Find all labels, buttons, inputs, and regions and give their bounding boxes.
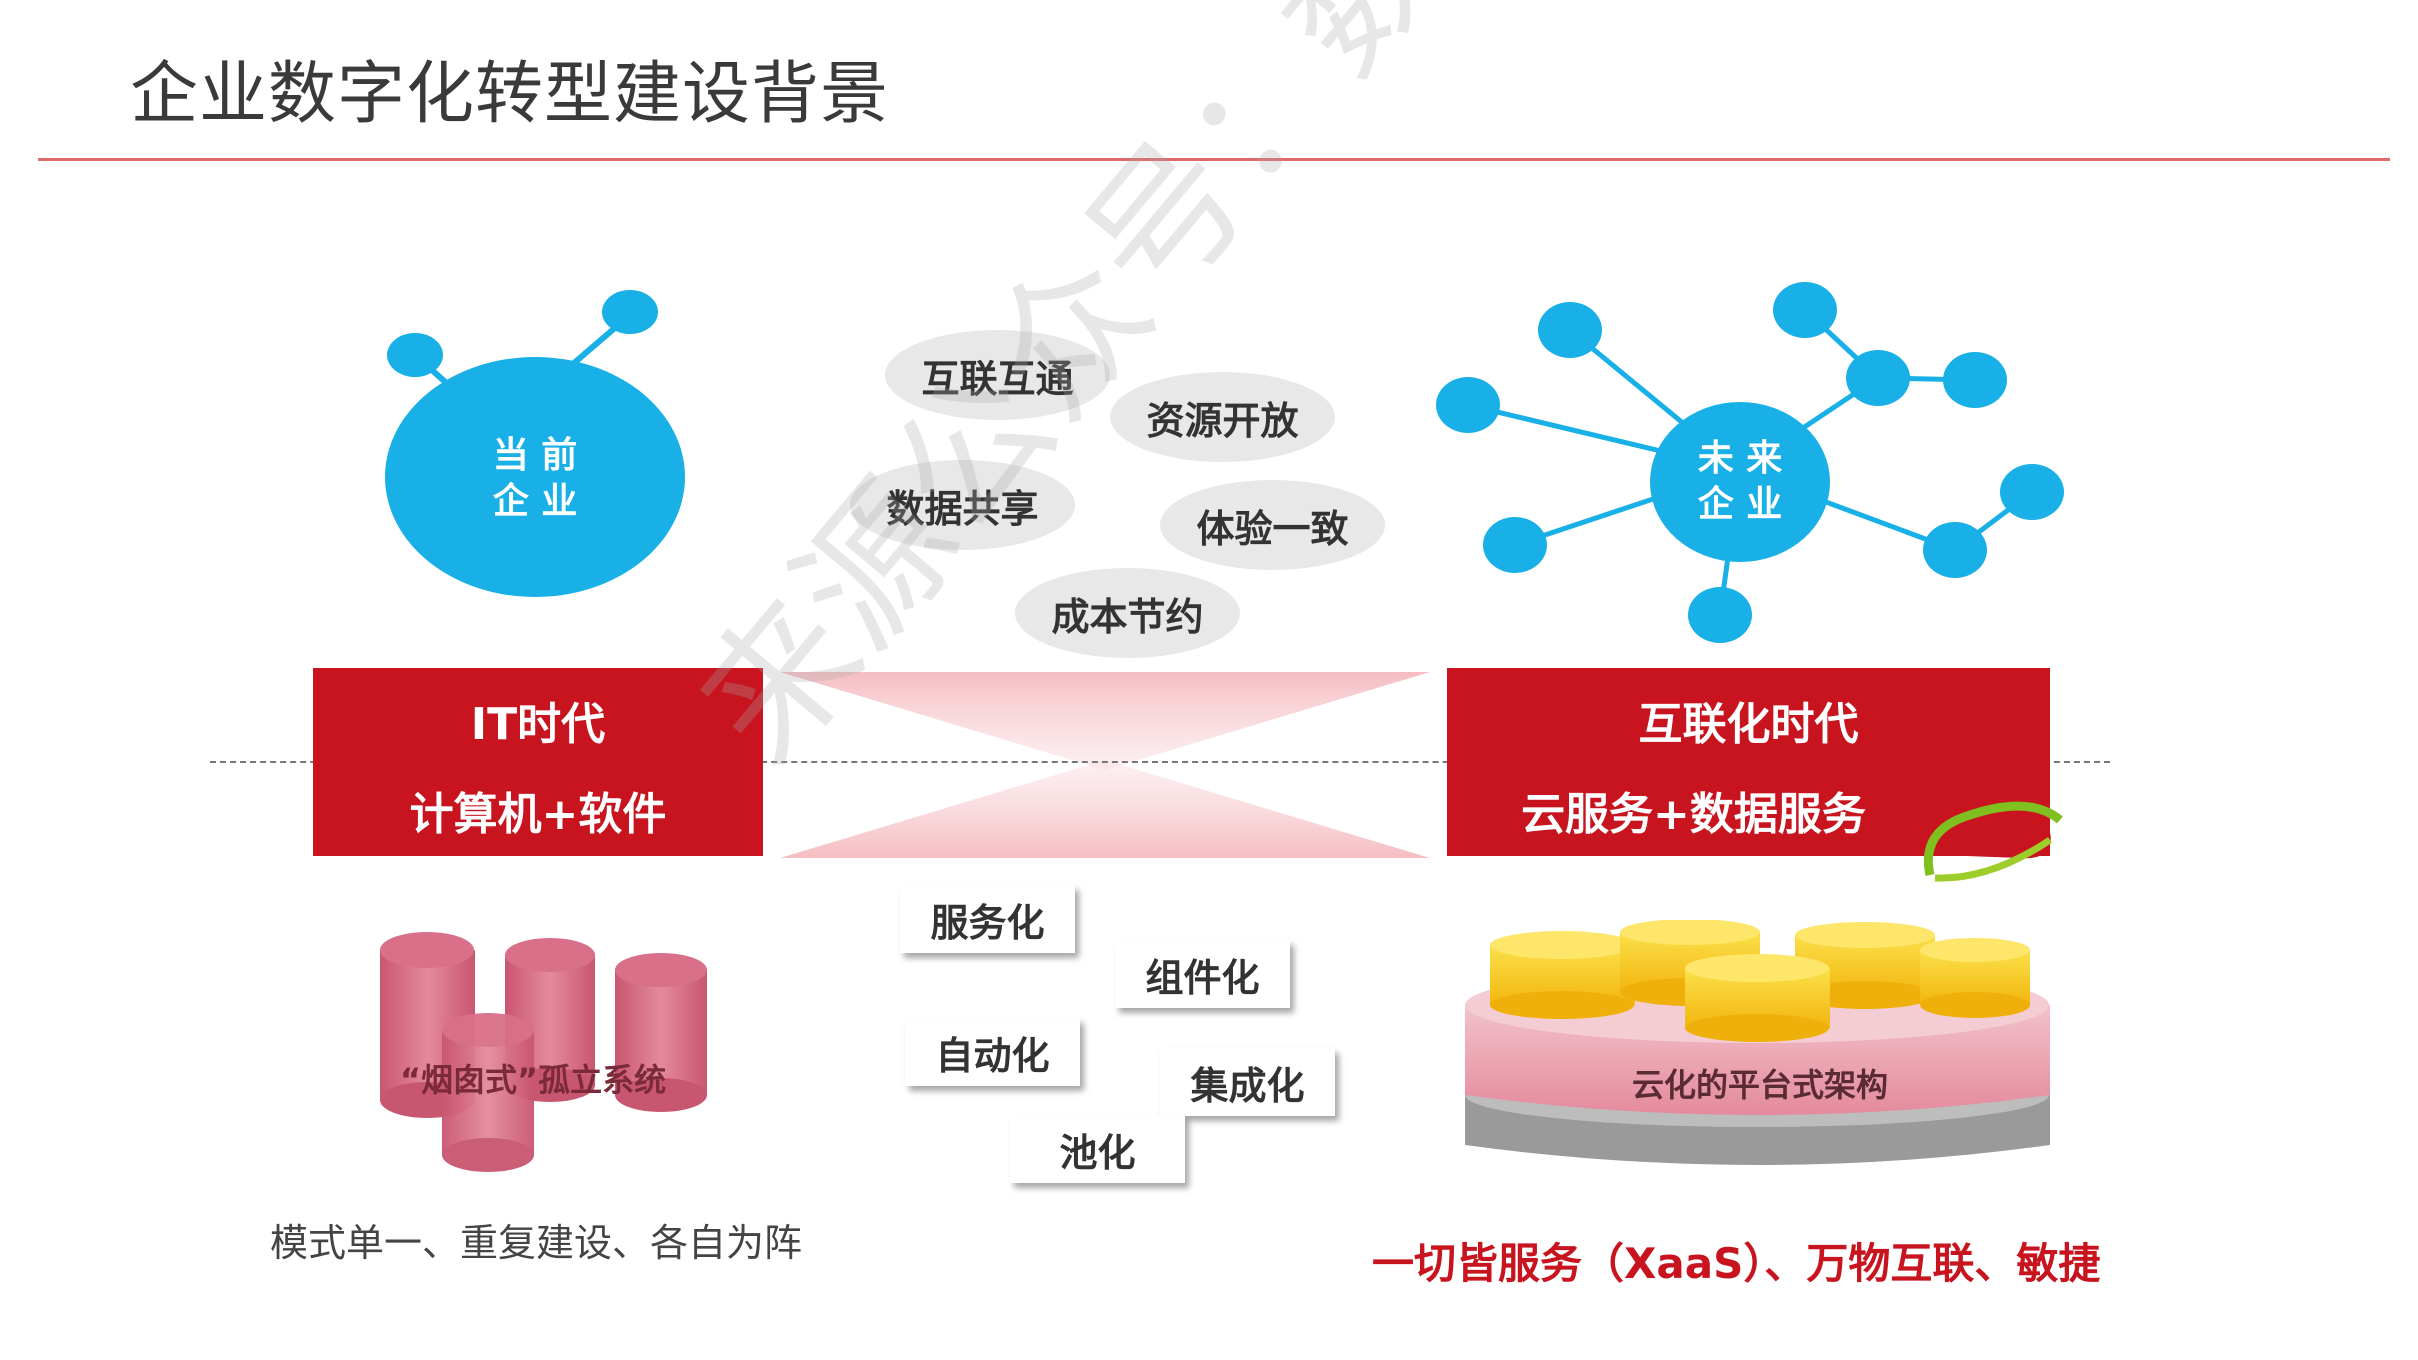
current-enterprise-graphic — [385, 290, 685, 597]
service-card: 集成化 — [1160, 1048, 1335, 1116]
future-enterprise-graphic — [1436, 282, 2064, 643]
it-era-subtitle: 计算机+软件 — [409, 789, 667, 840]
internet-era-subtitle: 云服务+数据服务 — [1521, 789, 1866, 840]
service-card: 池化 — [1010, 1115, 1185, 1183]
cloud-icon — [1922, 786, 2063, 882]
service-card: 自动化 — [905, 1018, 1080, 1086]
benefit-bubble: 资源开放 — [1110, 372, 1335, 462]
future-enterprise-label-line2: 企 业 — [1697, 483, 1783, 525]
platform-label: 云化的平台式架构 — [1631, 1066, 1888, 1104]
future-slogan: 一切皆服务（XaaS）、万物互联、敏捷 — [1372, 1239, 2101, 1288]
silo-systems-graphic — [380, 932, 707, 1172]
current-enterprise-label-line1: 当 前 — [492, 434, 578, 476]
benefit-bubble: 互联互通 — [885, 330, 1110, 420]
it-era-box: IT时代 计算机+软件 — [313, 668, 763, 856]
benefit-bubble: 成本节约 — [1015, 568, 1240, 658]
current-enterprise-label-line2: 企 业 — [492, 480, 578, 522]
it-era-title: IT时代 — [470, 699, 606, 750]
page-title: 企业数字化转型建设背景 — [130, 55, 890, 134]
current-mode-caption: 模式单一、重复建设、各自为阵 — [270, 1221, 803, 1265]
service-card: 组件化 — [1115, 940, 1290, 1008]
future-enterprise-label-line1: 未 来 — [1697, 437, 1783, 479]
benefit-bubble: 数据共享 — [850, 460, 1075, 550]
future-enterprise-label: 未 来 企 业 — [1665, 435, 1815, 527]
title-divider — [38, 158, 2390, 161]
silo-label: “烟囱式”孤立系统 — [400, 1061, 667, 1099]
benefit-bubble: 体验一致 — [1160, 480, 1385, 570]
service-card: 服务化 — [900, 885, 1075, 953]
cloud-platform-graphic — [1465, 920, 2050, 1165]
current-enterprise-label: 当 前 企 业 — [460, 432, 610, 524]
timeline-dashed-line — [210, 761, 2110, 763]
internet-era-title: 互联化时代 — [1638, 699, 1859, 750]
